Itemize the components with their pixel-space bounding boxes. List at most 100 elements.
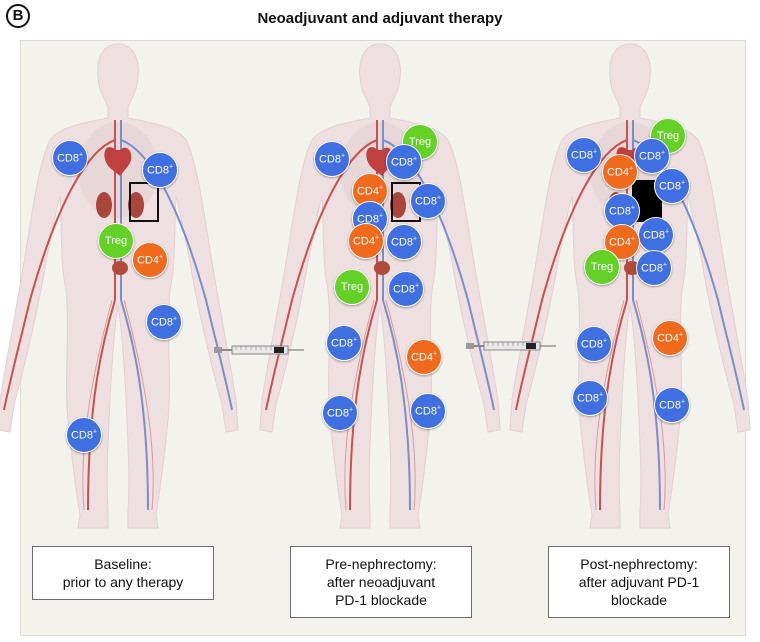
syringe-icon <box>466 341 556 351</box>
leg-vessels <box>82 299 154 511</box>
cd8-cell: CD8+ <box>322 395 358 431</box>
cell-label: Treg <box>104 235 128 247</box>
treg-cell: Treg <box>334 269 370 305</box>
cd4-cell: CD4+ <box>406 339 442 375</box>
syringe-icon <box>214 345 304 355</box>
human-figure-post-nephrectomy <box>509 43 751 529</box>
cell-label-superscript: + <box>412 235 418 243</box>
caption-line: Post-nephrectomy: <box>580 556 698 572</box>
cell-label: CD8+ <box>56 151 84 165</box>
cell-label-superscript: + <box>348 406 354 414</box>
cd8-cell: CD8+ <box>634 138 670 174</box>
cd8-cell: CD8+ <box>386 224 422 260</box>
caption-line: Baseline: <box>94 556 152 572</box>
cell-label-superscript: + <box>412 155 418 163</box>
cell-label: CD4+ <box>410 350 438 364</box>
caption-baseline: Baseline: prior to any therapy <box>32 546 214 600</box>
cd8-cell: CD8+ <box>146 304 182 340</box>
human-figure-baseline <box>0 43 239 529</box>
cell-label-superscript: + <box>378 184 384 192</box>
cell-label-superscript: + <box>436 404 442 412</box>
cd8-cell: CD8+ <box>636 250 672 286</box>
figure-title: Neoadjuvant and adjuvant therapy <box>257 10 503 27</box>
caption-line: after neoadjuvant <box>326 574 436 590</box>
syringe-plunger <box>214 347 222 353</box>
cell-label-superscript: + <box>592 148 598 156</box>
cell-label-superscript: + <box>628 165 634 173</box>
cd8-cell: CD8+ <box>654 168 690 204</box>
cell-label-superscript: + <box>630 235 636 243</box>
cd8-cell: CD8+ <box>386 144 422 180</box>
cd8-cell: CD8+ <box>604 193 640 229</box>
cell-label-superscript: + <box>414 282 420 290</box>
cell-label: Treg <box>408 136 432 148</box>
cell-label: CD4+ <box>356 184 384 198</box>
cell-label: CD8+ <box>414 404 442 418</box>
cell-label-superscript: + <box>630 204 636 212</box>
bladder <box>374 261 390 275</box>
cell-label-superscript: + <box>378 212 384 220</box>
cell-label: CD8+ <box>580 337 608 351</box>
treg-cell: Treg <box>98 223 134 259</box>
cell-label: Treg <box>656 130 680 142</box>
cell-label: CD4+ <box>352 234 380 248</box>
cell-label-superscript: + <box>664 228 670 236</box>
right-kidney <box>128 192 144 218</box>
cell-label: Treg <box>590 261 614 273</box>
cd8-cell: CD8+ <box>410 183 446 219</box>
cell-label-superscript: + <box>172 315 178 323</box>
caption-line: PD-1 blockade <box>335 592 427 608</box>
cell-label-superscript: + <box>680 398 686 406</box>
cell-label: CD8+ <box>356 212 384 226</box>
cd8-cell: CD8+ <box>572 380 608 416</box>
heart <box>104 147 132 176</box>
cell-label: CD8+ <box>70 428 98 442</box>
cd4-cell: CD4+ <box>348 223 384 259</box>
cd4-cell: CD4+ <box>652 320 688 356</box>
cd8-cell: CD8+ <box>654 387 690 423</box>
cell-label: CD8+ <box>330 336 358 350</box>
cell-label-superscript: + <box>78 151 84 159</box>
cell-label: CD8+ <box>414 194 442 208</box>
cell-label: CD8+ <box>570 148 598 162</box>
cell-label-superscript: + <box>602 337 608 345</box>
cell-label: CD8+ <box>318 152 346 166</box>
cell-label-superscript: + <box>432 350 438 358</box>
bladder <box>112 261 128 275</box>
syringe-plunger <box>466 343 474 349</box>
cell-label: CD8+ <box>390 155 418 169</box>
tumor-box <box>129 182 159 222</box>
cell-label: CD4+ <box>606 165 634 179</box>
cd4-cell: CD4+ <box>132 242 168 278</box>
cell-label: CD8+ <box>638 149 666 163</box>
cell-label: CD8+ <box>642 228 670 242</box>
cell-label-superscript: + <box>436 194 442 202</box>
caption-line: after adjuvant PD-1 <box>578 574 700 590</box>
cell-label: CD8+ <box>640 261 668 275</box>
human-figure-pre-nephrectomy <box>259 43 501 529</box>
cell-label: CD8+ <box>658 398 686 412</box>
caption-post-nephrectomy: Post-nephrectomy: after adjuvant PD-1 bl… <box>548 546 730 618</box>
cell-label: CD4+ <box>608 235 636 249</box>
cd8-cell: CD8+ <box>142 152 178 188</box>
treg-cell: Treg <box>584 249 620 285</box>
panel-letter: B <box>6 4 30 28</box>
caption-line: blockade <box>610 592 668 608</box>
cell-label: Treg <box>340 281 364 293</box>
cell-label: CD8+ <box>326 406 354 420</box>
cell-label: CD8+ <box>390 235 418 249</box>
cd8-cell: CD8+ <box>314 141 350 177</box>
cell-label: CD4+ <box>136 253 164 267</box>
caption-line: prior to any therapy <box>62 574 184 590</box>
cell-label-superscript: + <box>92 428 98 436</box>
cell-label-superscript: + <box>374 234 380 242</box>
cell-label-superscript: + <box>598 391 604 399</box>
cd4-cell: CD4+ <box>604 224 640 260</box>
cell-label: CD4+ <box>656 331 684 345</box>
cell-label: CD8+ <box>150 315 178 329</box>
cell-label-superscript: + <box>340 152 346 160</box>
cell-label: CD8+ <box>576 391 604 405</box>
cell-label-superscript: + <box>168 163 174 171</box>
cell-label-superscript: + <box>678 331 684 339</box>
cd4-cell: CD4+ <box>602 154 638 190</box>
